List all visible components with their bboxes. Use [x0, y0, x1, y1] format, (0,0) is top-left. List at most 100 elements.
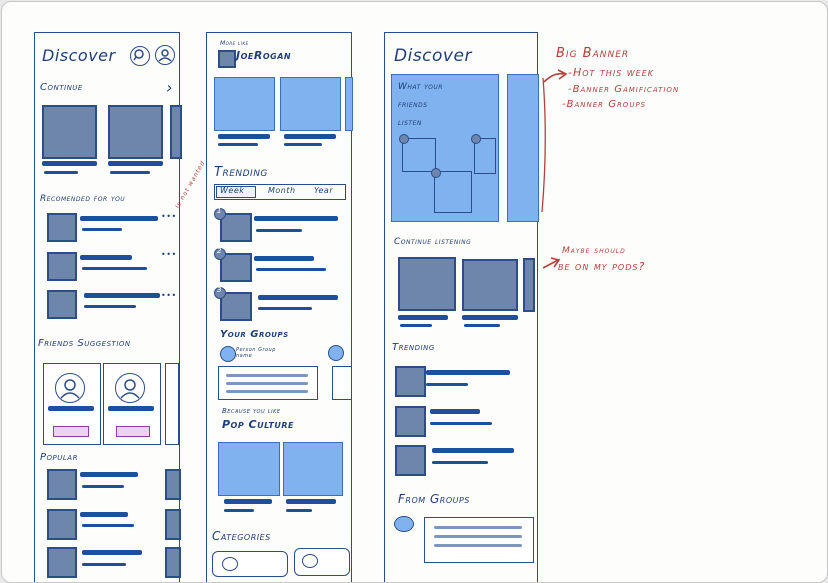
continue-thumb[interactable]	[462, 259, 518, 311]
post-line	[434, 526, 522, 529]
continue-label: Continue	[40, 82, 83, 93]
post-line	[226, 390, 308, 393]
continue-bar	[42, 161, 97, 166]
wireframe-discover-v2	[206, 32, 352, 582]
rank-number: 3	[217, 286, 222, 294]
continue-bar	[110, 171, 150, 174]
trending-thumb[interactable]	[395, 366, 426, 397]
recommended-thumb[interactable]	[47, 213, 77, 242]
popular-thumb[interactable]	[165, 509, 181, 540]
next-banner[interactable]	[507, 74, 539, 222]
continue-arrow[interactable]: ›	[166, 78, 173, 97]
recommended-bar	[84, 305, 136, 308]
rank-badge	[214, 248, 226, 260]
popular-thumb[interactable]	[165, 547, 181, 578]
continue-bar	[398, 315, 448, 320]
more-like-card[interactable]	[214, 77, 275, 131]
trending-thumb[interactable]	[220, 253, 252, 282]
pop-card[interactable]	[218, 442, 280, 496]
joe-thumb[interactable]	[218, 50, 236, 68]
trending-thumb[interactable]	[220, 292, 252, 321]
continue-thumb[interactable]	[523, 258, 535, 312]
trending-thumb[interactable]	[220, 213, 252, 242]
popular-thumb[interactable]	[165, 469, 181, 500]
recommended-bar	[82, 267, 147, 270]
more-icon[interactable]: •••	[161, 212, 177, 221]
note-hot-week: -Hot this week	[568, 66, 655, 79]
tab-year[interactable]: Year	[314, 186, 334, 195]
trending-bar	[254, 256, 314, 261]
group-name: Person Group name	[236, 347, 276, 359]
post-line	[226, 374, 308, 377]
continue-listening-label: Continue listening	[394, 237, 472, 247]
continue-bar	[464, 324, 500, 327]
wireframe-discover-v3	[384, 32, 538, 582]
popular-thumb[interactable]	[47, 469, 77, 500]
trending-bar	[258, 307, 312, 310]
more-like-card[interactable]	[280, 77, 341, 131]
popular-bar	[82, 563, 126, 566]
continue-bar	[108, 161, 163, 166]
continue-bar	[462, 315, 518, 320]
popular-label: Popular	[40, 452, 78, 463]
pop-bar	[286, 509, 312, 512]
recommended-thumb[interactable]	[47, 290, 77, 319]
popular-bar	[82, 485, 124, 488]
continue-thumb-2[interactable]	[108, 105, 163, 159]
tab-month[interactable]: Month	[268, 186, 296, 195]
wireframe-discover-v1	[34, 32, 180, 582]
friends-listen-banner[interactable]	[391, 74, 499, 222]
groups-label: Your Groups	[220, 329, 289, 340]
group-post-card[interactable]	[332, 366, 352, 400]
recommended-bar	[80, 255, 132, 260]
friends-label: Friends Suggestion	[38, 338, 131, 349]
banner-tile	[402, 138, 436, 172]
recommended-thumb[interactable]	[47, 252, 77, 281]
note-maybe-1: Maybe should	[562, 246, 626, 256]
group-post-card[interactable]	[424, 517, 534, 563]
rank-badge	[214, 208, 226, 220]
group-avatar[interactable]	[220, 346, 236, 362]
pop-card[interactable]	[283, 442, 343, 496]
categories-label: Categories	[212, 529, 271, 543]
continue-thumb[interactable]	[398, 257, 456, 311]
friend-card[interactable]	[165, 363, 179, 445]
more-like-bar	[284, 134, 336, 139]
more-like-card[interactable]	[345, 77, 353, 131]
follow-button[interactable]	[116, 426, 150, 437]
recommended-bar	[80, 216, 158, 221]
frame1-title: Discover	[42, 46, 116, 65]
more-like-bar	[218, 134, 270, 139]
continue-bar	[44, 171, 78, 174]
recommended-bar	[82, 228, 122, 231]
more-icon[interactable]: •••	[161, 250, 177, 259]
continue-thumb-1[interactable]	[42, 105, 97, 159]
post-line	[226, 382, 308, 385]
banner-tile	[434, 171, 472, 213]
pop-bar	[224, 509, 254, 512]
continue-bar	[400, 324, 432, 327]
more-icon[interactable]: •••	[161, 291, 177, 300]
joe-label: JoeRogan	[236, 49, 292, 62]
popular-thumb[interactable]	[47, 509, 77, 540]
trending-thumb[interactable]	[395, 445, 426, 476]
group-avatar[interactable]	[328, 345, 344, 361]
tab-week[interactable]	[216, 186, 256, 198]
profile-icon[interactable]	[155, 45, 175, 65]
group-avatar[interactable]	[394, 516, 414, 532]
avatar-icon	[55, 373, 85, 403]
time-range-tabs	[214, 184, 346, 200]
pop-culture-label: Pop Culture	[222, 418, 294, 431]
search-icon[interactable]	[130, 46, 150, 66]
trending-bar	[432, 448, 514, 453]
banner-text-2: friends	[398, 100, 428, 110]
trending-thumb[interactable]	[395, 406, 426, 437]
continue-thumb-3[interactable]	[170, 105, 182, 159]
category-chip[interactable]	[294, 548, 350, 576]
follow-button[interactable]	[53, 426, 89, 437]
tab-week-label: Week	[220, 186, 245, 195]
friend-dot	[431, 168, 441, 178]
popular-thumb[interactable]	[47, 547, 77, 578]
